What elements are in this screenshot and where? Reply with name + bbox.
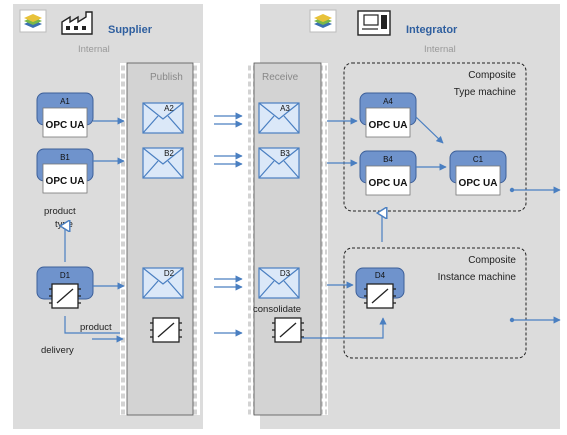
envelope-b2-label: B2 — [164, 149, 174, 158]
node-b1-label: B1 — [60, 153, 70, 162]
instance-machine-port — [509, 317, 515, 323]
machine-icon — [357, 10, 391, 36]
envelope-a3: A3 — [258, 102, 300, 134]
envelope-d3-label: D3 — [280, 269, 291, 278]
arrow-a4-c1 — [415, 116, 444, 144]
product-type-sublabel: type — [55, 219, 73, 230]
composite-instance-label: Composite — [468, 255, 516, 266]
node-d4: D4 — [355, 267, 405, 309]
node-b1: B1 OPC UA — [36, 148, 94, 194]
envelope-a2-label: A2 — [164, 104, 174, 113]
opcua-badge: OPC UA — [369, 120, 408, 131]
node-c1-label: C1 — [473, 155, 484, 164]
connectors — [64, 112, 561, 343]
node-a1: A1 OPC UA — [36, 92, 94, 138]
envelope-d2: D2 — [142, 267, 184, 299]
device-icon-receive — [272, 317, 304, 343]
device-icon-publish — [150, 317, 182, 343]
node-d4-label: D4 — [375, 271, 386, 280]
product-delivery-label: product — [80, 322, 112, 333]
node-b4-label: B4 — [383, 155, 393, 164]
factory-icon — [61, 11, 93, 35]
node-a1-label: A1 — [60, 97, 70, 106]
integrator-title: Integrator — [406, 24, 458, 36]
consolidate-label: consolidate — [253, 304, 301, 315]
receive-label: Receive — [262, 72, 299, 83]
envelope-b3: B3 — [258, 147, 300, 179]
stack-icon — [19, 9, 47, 33]
node-a4: A4 OPC UA — [359, 92, 417, 138]
arrow-consolidate-d4 — [302, 317, 387, 339]
composite-instance-box — [343, 247, 527, 359]
opcua-badge: OPC UA — [46, 176, 85, 187]
node-d1-label: D1 — [60, 271, 71, 280]
node-d1: D1 — [36, 266, 94, 309]
device-icon — [49, 283, 81, 309]
envelope-a2: A2 — [142, 102, 184, 134]
envelope-d3: D3 — [258, 267, 300, 299]
composite-type-sublabel: Type machine — [454, 87, 517, 98]
type-machine-port — [509, 187, 515, 193]
supplier-title: Supplier — [108, 24, 153, 36]
product-delivery-sublabel: delivery — [41, 345, 74, 356]
delivery-line — [64, 316, 120, 334]
device-icon — [364, 283, 396, 309]
stack-icon — [309, 9, 337, 33]
node-c1: C1 OPC UA — [449, 150, 507, 196]
composite-type-box — [343, 62, 527, 212]
node-a4-label: A4 — [383, 97, 393, 106]
publish-label: Publish — [150, 72, 183, 83]
product-type-label: product — [44, 206, 76, 217]
opcua-badge: OPC UA — [459, 178, 498, 189]
supplier-subtitle: Internal — [78, 44, 110, 55]
envelope-b3-label: B3 — [280, 149, 290, 158]
envelope-b2: B2 — [142, 147, 184, 179]
integrator-subtitle: Internal — [424, 44, 456, 55]
envelope-a3-label: A3 — [280, 104, 290, 113]
envelope-d2-label: D2 — [164, 269, 175, 278]
composite-instance-sublabel: Instance machine — [438, 272, 517, 283]
composite-type-label: Composite — [468, 70, 516, 81]
opcua-badge: OPC UA — [46, 120, 85, 131]
opcua-badge: OPC UA — [369, 178, 408, 189]
node-b4: B4 OPC UA — [359, 150, 417, 196]
